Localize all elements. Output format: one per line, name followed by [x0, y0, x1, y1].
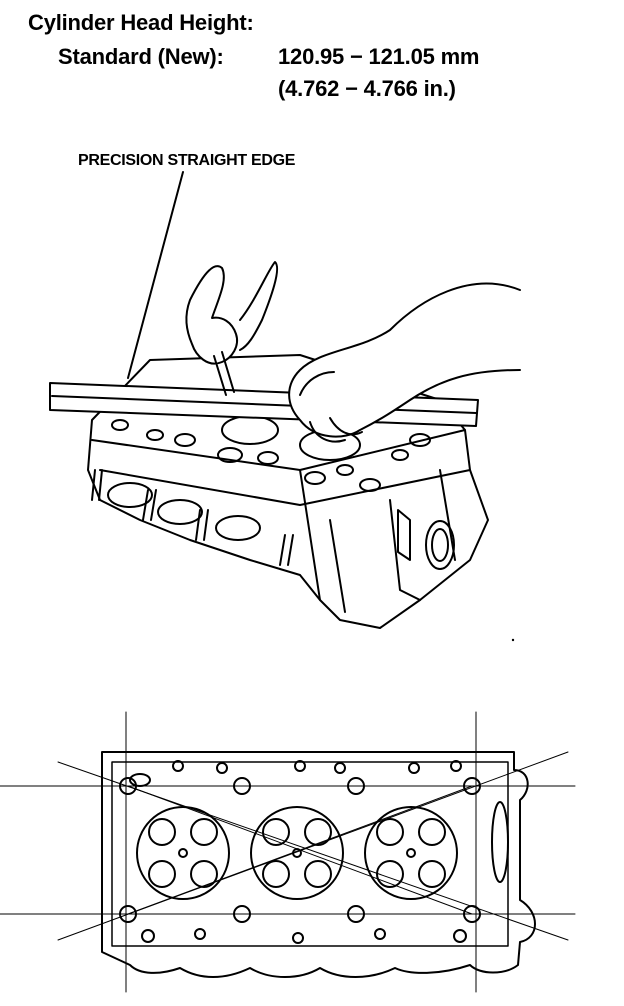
standard-label: Standard (New):	[58, 44, 224, 69]
left-hand	[185, 261, 279, 396]
standard-value-in: (4.762 − 4.766 in.)	[278, 76, 456, 101]
standard-value-mm: 120.95 − 121.05 mm	[278, 44, 480, 69]
spec-title: Cylinder Head Height:	[28, 10, 254, 35]
straight-edge-callout-label: PRECISION STRAIGHT EDGE	[78, 152, 296, 169]
right-hand	[288, 282, 521, 443]
measurement-lines	[0, 711, 576, 993]
combustion-chambers	[136, 806, 458, 900]
callout-leader-line	[127, 171, 184, 379]
